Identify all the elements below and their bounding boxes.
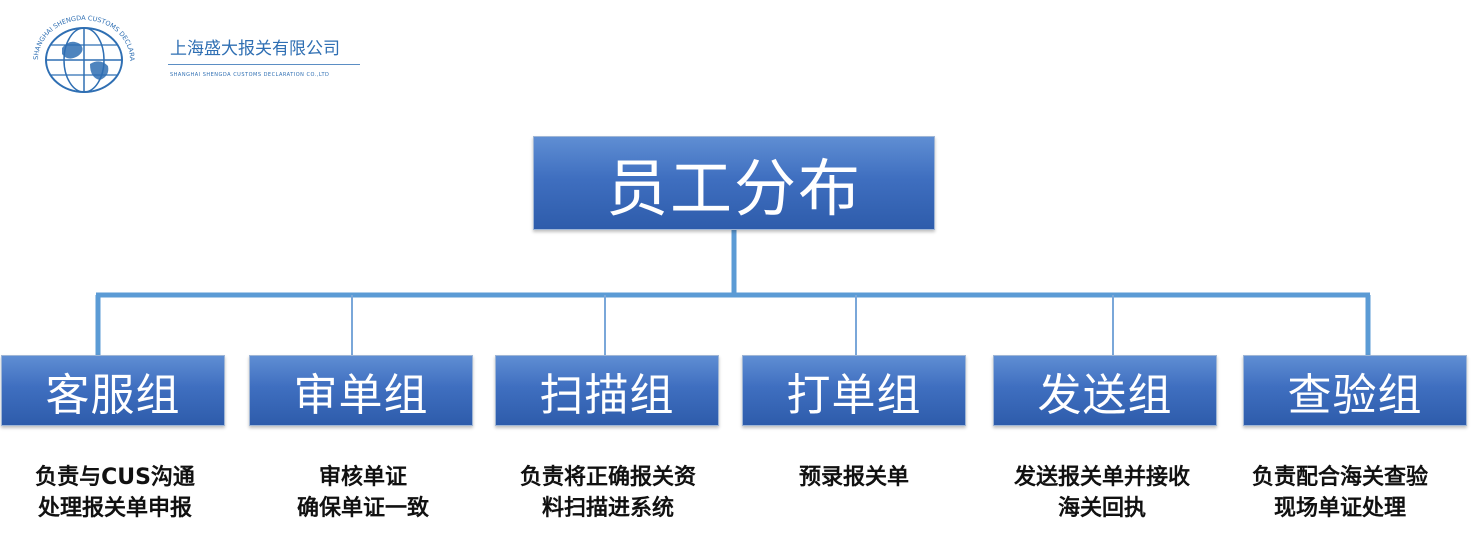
- group-label: 扫描组: [539, 369, 675, 421]
- desc-line: 负责与CUS沟通: [35, 465, 195, 490]
- desc-line: 海关回执: [1057, 496, 1146, 521]
- desc-line: 负责配合海关查验: [1251, 465, 1428, 490]
- group-node-inspection: 查验组: [1243, 355, 1467, 426]
- group-desc-send: 发送报关单并接收 海关回执: [972, 462, 1232, 524]
- desc-line: 发送报关单并接收: [1013, 465, 1190, 490]
- group-label: 打单组: [786, 369, 922, 421]
- root-label: 员工分布: [605, 152, 862, 225]
- company-logo: SHANGHAI SHENGDA CUSTOMS DECLARATION CO.…: [18, 12, 360, 97]
- group-label: 查验组: [1287, 369, 1423, 421]
- group-label: 审单组: [293, 369, 429, 421]
- company-name-en: SHANGHAI SHENGDA CUSTOMS DECLARATION CO.…: [170, 72, 330, 78]
- group-node-review: 审单组: [249, 355, 473, 426]
- root-node: 员工分布: [533, 136, 935, 230]
- globe-icon: SHANGHAI SHENGDA CUSTOMS DECLARATION CO.…: [18, 12, 136, 93]
- group-node-scan: 扫描组: [495, 355, 719, 426]
- desc-line: 确保单证一致: [296, 496, 429, 521]
- group-label: 发送组: [1037, 369, 1173, 421]
- desc-line: 预录报关单: [798, 465, 909, 490]
- group-desc-inspection: 负责配合海关查验 现场单证处理: [1210, 462, 1470, 524]
- group-label: 客服组: [45, 369, 181, 421]
- inner-branches: [351, 295, 1114, 355]
- group-desc-print: 预录报关单: [724, 462, 984, 493]
- desc-line: 负责将正确报关资: [519, 465, 696, 490]
- trunk-lines: [95, 230, 1371, 355]
- desc-line: 料扫描进系统: [541, 496, 674, 521]
- desc-line: 现场单证处理: [1273, 496, 1406, 521]
- group-desc-customer-service: 负责与CUS沟通 处理报关单申报: [0, 462, 245, 524]
- logo-divider: [168, 64, 360, 65]
- group-desc-scan: 负责将正确报关资 料扫描进系统: [478, 462, 738, 524]
- group-node-customer-service: 客服组: [1, 355, 225, 426]
- group-node-send: 发送组: [993, 355, 1217, 426]
- desc-line: 处理报关单申报: [37, 496, 192, 521]
- company-name-cn: 上海盛大报关有限公司: [170, 39, 340, 59]
- group-node-print: 打单组: [742, 355, 966, 426]
- group-desc-review: 审核单证 确保单证一致: [233, 462, 493, 524]
- desc-line: 审核单证: [318, 465, 407, 490]
